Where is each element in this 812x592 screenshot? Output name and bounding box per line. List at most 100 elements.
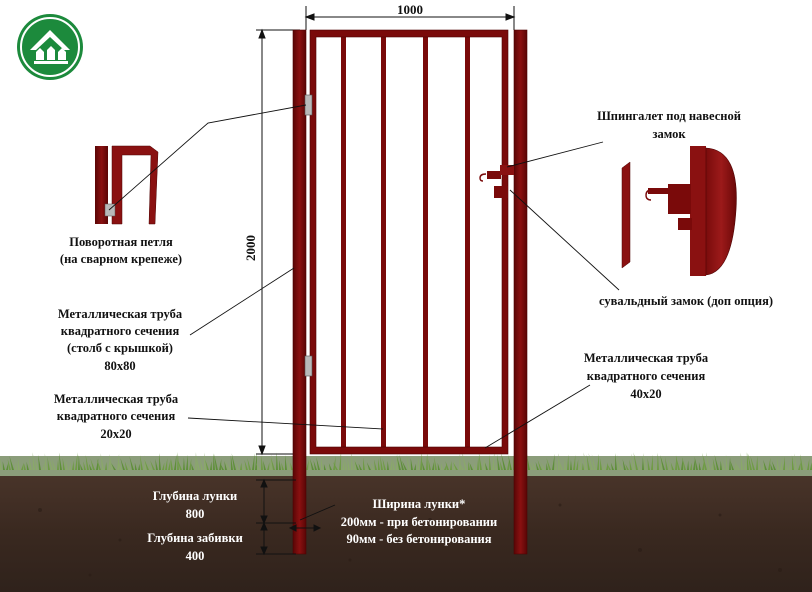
width-dimension (304, 6, 516, 30)
grass-blades (0, 452, 812, 470)
grass-blade (798, 462, 801, 470)
grass-blade (576, 459, 579, 470)
grass-blade (687, 460, 689, 470)
grass-blade (366, 462, 371, 470)
grass-blade (600, 458, 602, 470)
grass-blade (62, 458, 65, 470)
grass-blade (499, 461, 503, 470)
grass-blade (462, 452, 467, 470)
grass-blade (426, 453, 428, 470)
grass-blade (26, 461, 29, 470)
grass-blade (28, 455, 32, 470)
grass-blade (537, 459, 542, 470)
gate-bars (341, 37, 470, 447)
label-tube-20: Металлическая труба квадратного сечения … (54, 392, 179, 441)
grass-blade (736, 463, 740, 470)
grass-blade (69, 461, 71, 470)
grass-blade (807, 458, 810, 470)
grass-blade (414, 463, 416, 470)
gate-bar-outlines (309, 29, 509, 455)
grass-blade (469, 462, 473, 470)
grass-blade (44, 453, 47, 470)
grass-blade (347, 456, 350, 470)
label-hole-depth-line1: Глубина лунки (153, 489, 238, 503)
grass-blade (406, 455, 410, 470)
grass-blade (434, 456, 437, 470)
grass-blade (170, 459, 173, 470)
label-tube-40-line3: 40x20 (630, 387, 661, 401)
grass-blade (165, 458, 168, 470)
leader-lines (108, 104, 620, 521)
label-hole-depth-line2: 800 (186, 507, 205, 521)
grass-blade (328, 462, 332, 470)
grass-blade (800, 454, 803, 470)
grass-blade (725, 454, 728, 470)
grass-blade (459, 453, 461, 470)
grass-blade (354, 455, 356, 470)
grass-blade (270, 454, 272, 470)
grass-blade (441, 462, 443, 470)
grass-blade (261, 455, 263, 470)
grass-blade (147, 463, 152, 470)
grass-blade (618, 462, 623, 470)
grass-blade (108, 456, 111, 470)
label-post-line3: (столб с крышкой) (67, 341, 173, 355)
grass-blade (643, 452, 647, 470)
grass-blade (740, 452, 743, 470)
grass-blade (2, 461, 5, 470)
grass-blade (48, 456, 53, 470)
grass-blade (591, 454, 596, 470)
grass-blade (763, 459, 767, 470)
grass-blade (109, 454, 113, 470)
grass-blade (380, 455, 383, 470)
grass-blade (38, 454, 41, 470)
grass-blade (126, 462, 131, 470)
grass-blade (174, 454, 177, 470)
grass-blade (23, 462, 26, 470)
grass-blade (432, 461, 434, 470)
grass-blade (420, 452, 422, 470)
grass-blade (199, 457, 203, 470)
grass-blade (140, 455, 143, 470)
latch-detail (621, 146, 737, 276)
grass-blade (667, 457, 671, 470)
grass-blade (354, 461, 359, 470)
grass-blade (633, 452, 638, 470)
grass-blade (276, 452, 278, 470)
grass-blade (453, 459, 456, 470)
grass-blade (555, 457, 557, 470)
grass-blade (603, 462, 605, 470)
grass-blade (702, 452, 707, 470)
grass-blade (720, 460, 722, 470)
height-dimension (256, 28, 300, 456)
grass-blade (579, 455, 582, 470)
grass-blade (468, 461, 470, 470)
grass-blade (177, 458, 182, 470)
grass-blade (79, 463, 83, 470)
grass-blade (134, 462, 137, 470)
grass-blade (363, 457, 365, 470)
grass-blade (531, 461, 536, 470)
grass-blade (32, 452, 35, 470)
grass-blade (540, 461, 545, 470)
grass-blade (204, 452, 206, 470)
grass-blade (15, 461, 17, 470)
label-post-line1: Металлическая труба (58, 307, 183, 321)
grass-blade (675, 455, 680, 470)
grass-blade (582, 462, 584, 470)
grass-blade (390, 458, 393, 470)
grass-blade (791, 455, 794, 470)
grass-blade (770, 463, 773, 470)
grass-blade (570, 459, 572, 470)
grass-blade (285, 455, 287, 470)
grass-blade (780, 456, 783, 470)
grass-blade (144, 459, 149, 470)
grass-blade (21, 463, 24, 470)
grass-blade (186, 454, 188, 470)
grass-blade (478, 452, 482, 470)
grass-blade (240, 462, 242, 470)
grass-blade (750, 455, 755, 470)
label-post-line2: квадратного сечения (61, 324, 180, 338)
grass-blade (597, 453, 599, 470)
grass-blade (382, 458, 386, 470)
